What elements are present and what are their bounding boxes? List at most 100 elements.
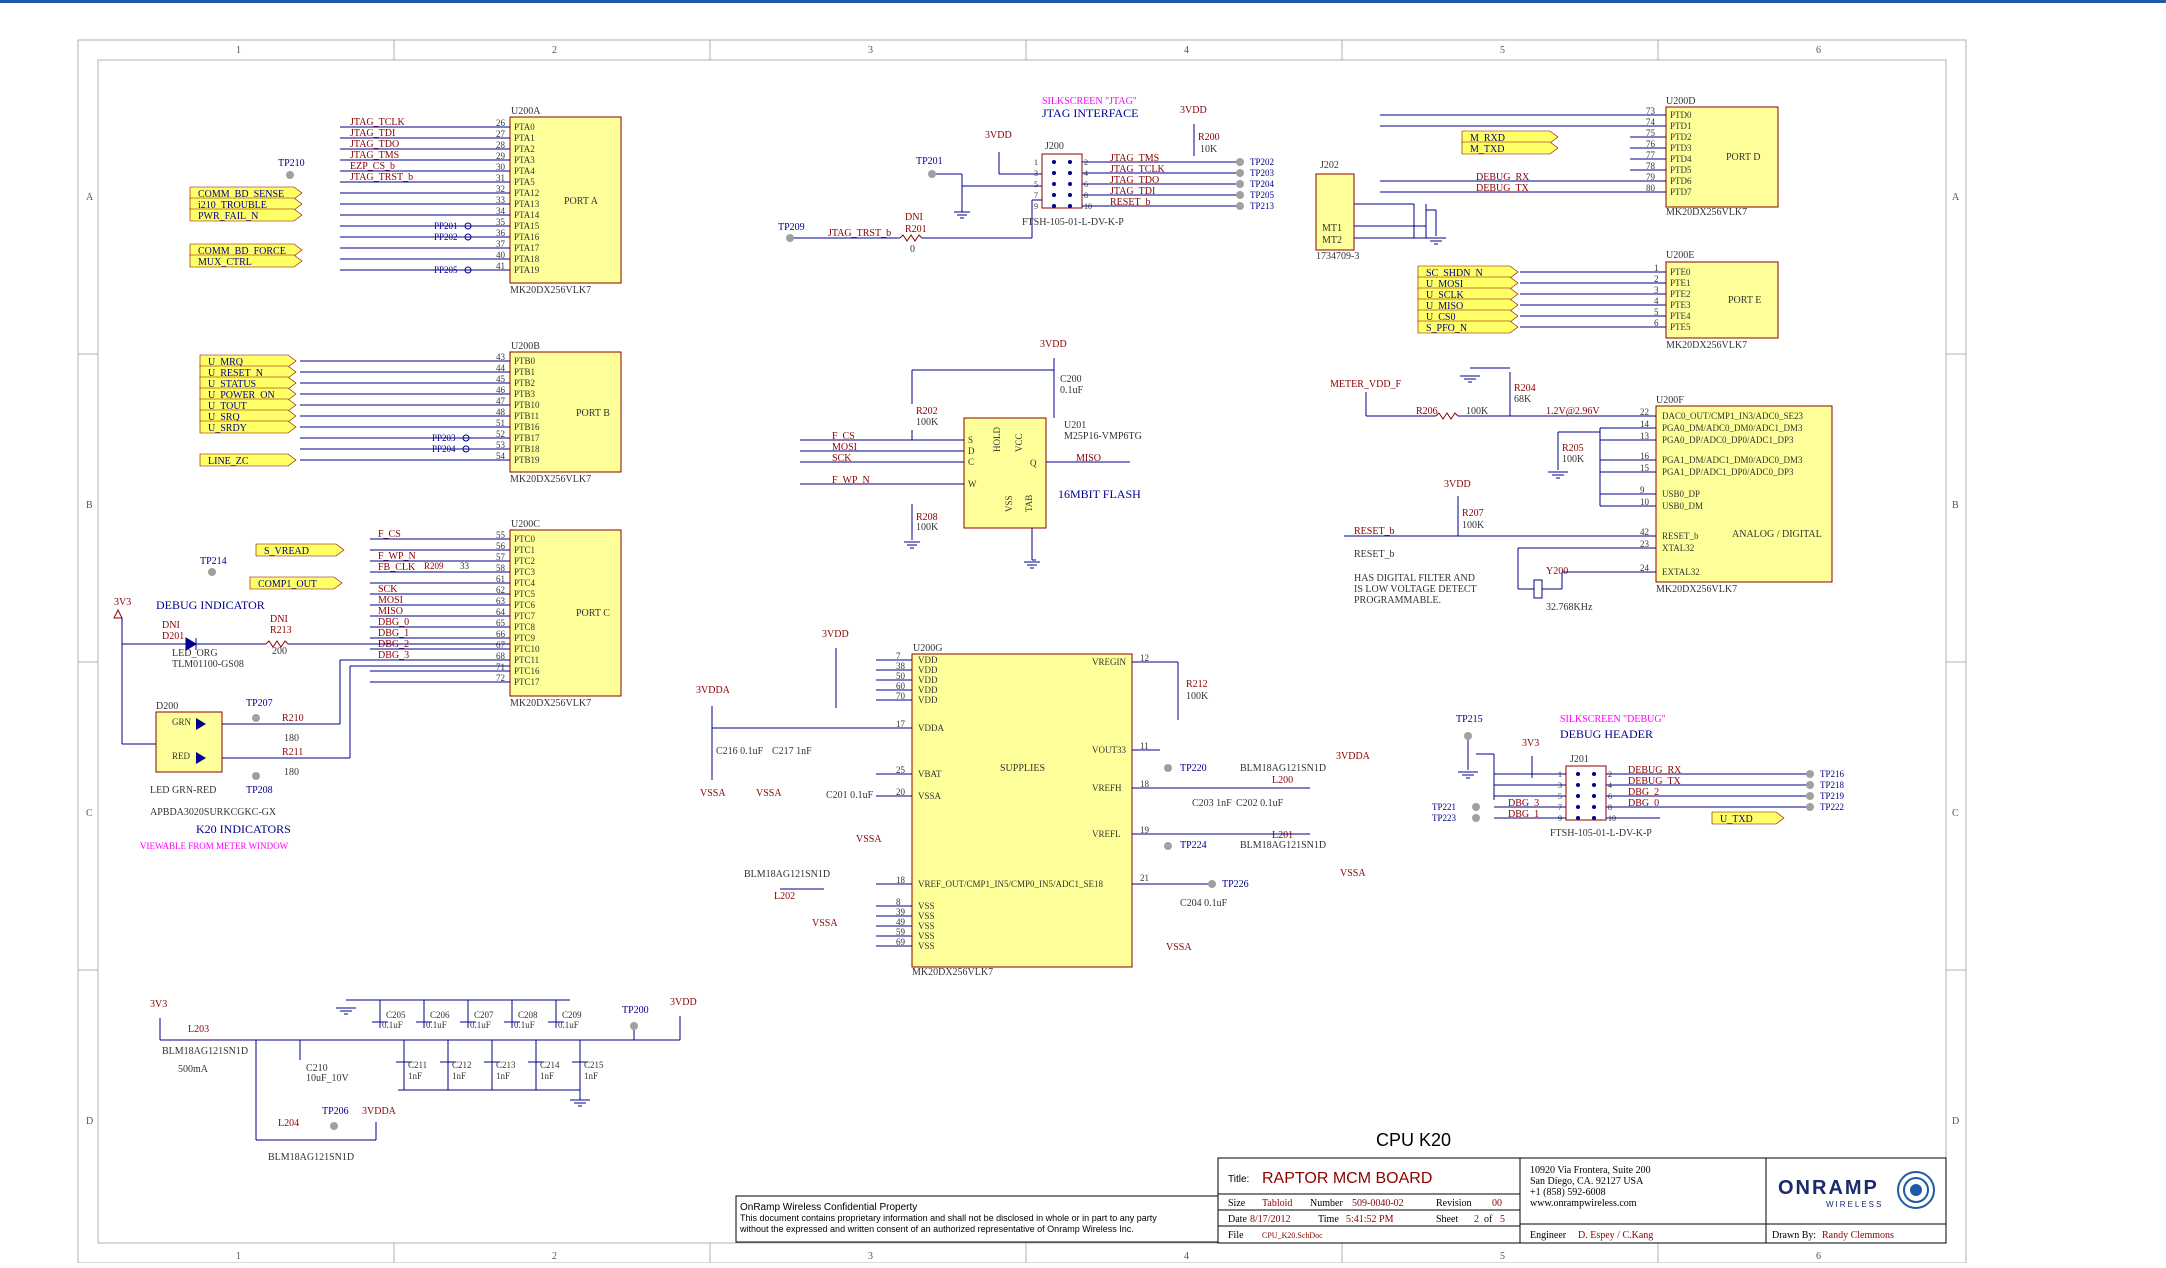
cap-label: C206 [430,1010,450,1020]
reset-note-2: HAS DIGITAL FILTER AND [1354,573,1475,584]
header-pin [1052,160,1056,164]
c204: C204 0.1uF [1180,898,1228,909]
pin-number: 27 [496,129,506,139]
pin-name: PTB1 [514,367,535,377]
pin-number: 65 [496,618,506,628]
header-pin [1576,783,1580,787]
pin-name: PTB16 [514,422,540,432]
pin-name: PTE3 [1670,300,1691,310]
vssa-4: VSSA [1340,868,1366,879]
net-port-label [199,376,297,390]
pin-number: 64 [496,607,506,617]
phone: +1 (858) 592-6008 [1530,1187,1606,1198]
d201-ref: D201 [162,631,184,642]
pin-name: PTC10 [514,644,540,654]
cap-label: C208 [518,1010,538,1020]
test-point-icon [286,171,294,179]
date-label: Date [1228,1214,1247,1225]
pin-name: PGA0_DM/ADC0_DM0/ADC1_DM3 [1662,423,1803,433]
j200-body [1041,153,1083,209]
pin-number: 26 [496,118,506,128]
pin-number: 55 [496,530,506,540]
u200a-title: PORT A [564,196,599,207]
r211-val: 180 [284,767,299,778]
pin-number: 3 [1654,285,1659,295]
pin-number: 56 [496,541,506,551]
net-name: F_CS [832,431,855,442]
supplies-3vdd: 3VDD [822,629,849,640]
j201-body [1565,765,1607,821]
test-point-icon [928,170,936,178]
net-name: MOSI [378,595,403,606]
pin-name: PTA12 [514,188,539,198]
net-name: JTAG_TDO [350,139,399,150]
pin-name: S [968,435,973,445]
pin-number: 13 [1640,431,1650,441]
net-port-text: U_POWER_ON [208,390,275,401]
pp-label: PP205 [434,265,458,275]
pin-number: 14 [1640,419,1650,429]
tp207: TP207 [246,698,273,709]
net-port-label [1711,811,1785,825]
tp209: TP209 [778,222,805,233]
u200a-nets: JTAG_TCLKJTAG_TDIJTAG_TDOJTAG_TMSEZP_CS_… [189,117,472,275]
net-name: DEBUG_RX [1476,172,1530,183]
pin-number: 52 [496,429,505,439]
pin-number: 75 [1646,128,1656,138]
pin-name: PTC7 [514,611,536,621]
pin-name: PTA14 [514,210,540,220]
pin-name: PTA18 [514,254,540,264]
row-marker: B [1952,500,1959,511]
flash-3vdd: 3VDD [1040,339,1067,350]
c210-ref: C210 [306,1063,328,1074]
test-point-icon [630,1022,638,1030]
l204-part: BLM18AG121SN1D [268,1152,354,1163]
ground-icon [1548,471,1568,479]
pin-name: D [968,446,975,456]
cap-label: C215 [584,1060,604,1070]
column-marker: 6 [1816,1251,1821,1262]
row-marker: A [86,192,94,203]
pin-number: 57 [496,552,506,562]
pin-name: VSS [918,931,935,941]
pin-name: PTA13 [514,199,540,209]
pin-number: 32 [496,184,505,194]
pin-name: PTE1 [1670,278,1691,288]
net-name: FB_CLK [378,562,416,573]
title-label: Title: [1228,1174,1249,1185]
j201-part: FTSH-105-01-L-DV-K-P [1550,828,1652,839]
column-marker: 4 [1184,45,1189,56]
ground-icon [1024,561,1040,569]
column-marker: 4 [1184,1251,1189,1262]
pin-number: 38 [896,661,906,671]
d200-grn: GRN [172,717,192,727]
r201-val: 0 [910,244,915,255]
u201-ref: U201 [1064,420,1086,431]
test-point-icon [1806,781,1814,789]
tp-label: TP202 [1250,157,1274,167]
pp-label: PP201 [434,221,458,231]
drawn-label: Drawn By: [1772,1230,1816,1241]
net-port-label [255,543,345,557]
pin-name: PGA1_DM/ADC1_DM0/ADC0_DM3 [1662,455,1803,465]
pin-name: XTAL32 [1662,543,1694,553]
pin-number: 49 [896,917,906,927]
pin-name: PTC2 [514,556,535,566]
pin-number: 15 [1640,463,1650,473]
pin-number: 34 [496,206,506,216]
pin-number: 33 [496,195,506,205]
r213-ref: R213 [270,625,292,636]
cap-value: 1nF [408,1071,422,1081]
test-point-icon [1464,732,1472,740]
net-port-label [1417,265,1519,279]
header-pin [1576,794,1580,798]
company-logo: ONRAMP [1778,1177,1879,1199]
net-port-label [189,186,303,200]
pin-number: 7 [1034,191,1038,200]
pin-name: PTB11 [514,411,539,421]
pin-number: 16 [1640,451,1650,461]
u200b-ref: U200B [511,341,540,352]
